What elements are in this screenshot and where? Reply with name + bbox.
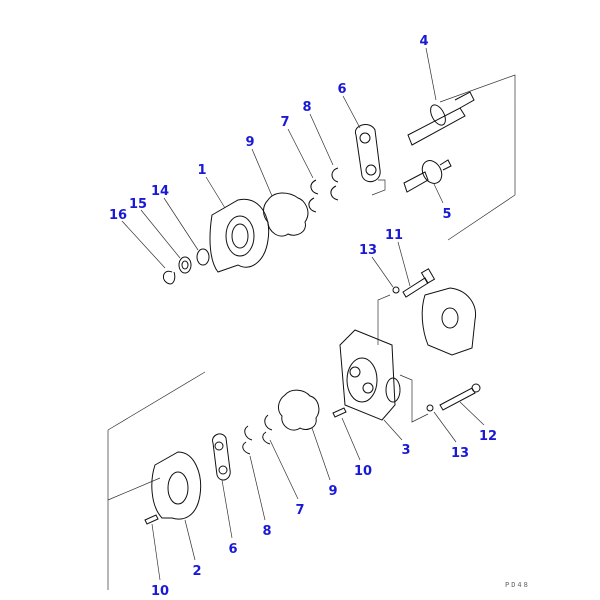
- part-14-15-16-rings: [163, 248, 210, 285]
- part-8-7-backup-rings: [308, 167, 339, 213]
- part-9-seal-bottom: [277, 389, 320, 431]
- leader-lines: [121, 47, 485, 581]
- callout-7: 7: [295, 503, 304, 518]
- part-3-gear-case: [339, 329, 401, 421]
- drawing-code: PD48: [505, 581, 530, 589]
- callout-16: 16: [109, 208, 127, 223]
- part-7-8-backup-rings-bottom: [242, 414, 273, 455]
- callout-8: 8: [302, 100, 311, 115]
- part-9-seal-top: [263, 192, 309, 237]
- callout-1: 1: [197, 163, 206, 178]
- callout-15: 15: [129, 197, 147, 212]
- part-4-shaft: [407, 91, 475, 146]
- callout-11: 11: [385, 228, 403, 243]
- callout-6: 6: [337, 82, 346, 97]
- part-6-bushing-bottom: [212, 433, 231, 481]
- callout-9: 9: [328, 484, 337, 499]
- part-12-bolt: [426, 383, 481, 412]
- part-1-front-cover: [209, 198, 270, 273]
- assembly-lines: [107, 74, 516, 590]
- callout-10: 10: [151, 584, 169, 599]
- callout-6: 6: [228, 542, 237, 557]
- callout-2: 2: [192, 564, 201, 579]
- callout-14: 14: [151, 184, 169, 199]
- callout-7: 7: [280, 115, 289, 130]
- callout-4: 4: [419, 34, 428, 49]
- part-2-flange: [151, 451, 202, 520]
- part-11-bolt: [392, 268, 436, 298]
- part-10-pin-lower: [144, 514, 159, 525]
- part-5-gear: [403, 159, 452, 193]
- callout-5: 5: [442, 207, 451, 222]
- callout-12: 12: [479, 429, 497, 444]
- callout-13: 13: [451, 446, 469, 461]
- callout-10: 10: [354, 464, 372, 479]
- callout-8: 8: [262, 524, 271, 539]
- part-10-pin-upper: [332, 407, 347, 418]
- part-6-bushing-top: [354, 124, 381, 183]
- part-rear-cover: [421, 287, 477, 356]
- callout-labels: 4 6 8 7 9 1 14 15 16 5 11 13 3 12 13 10 …: [109, 34, 497, 599]
- callout-9: 9: [245, 135, 254, 150]
- callout-13: 13: [359, 243, 377, 258]
- callout-3: 3: [401, 443, 410, 458]
